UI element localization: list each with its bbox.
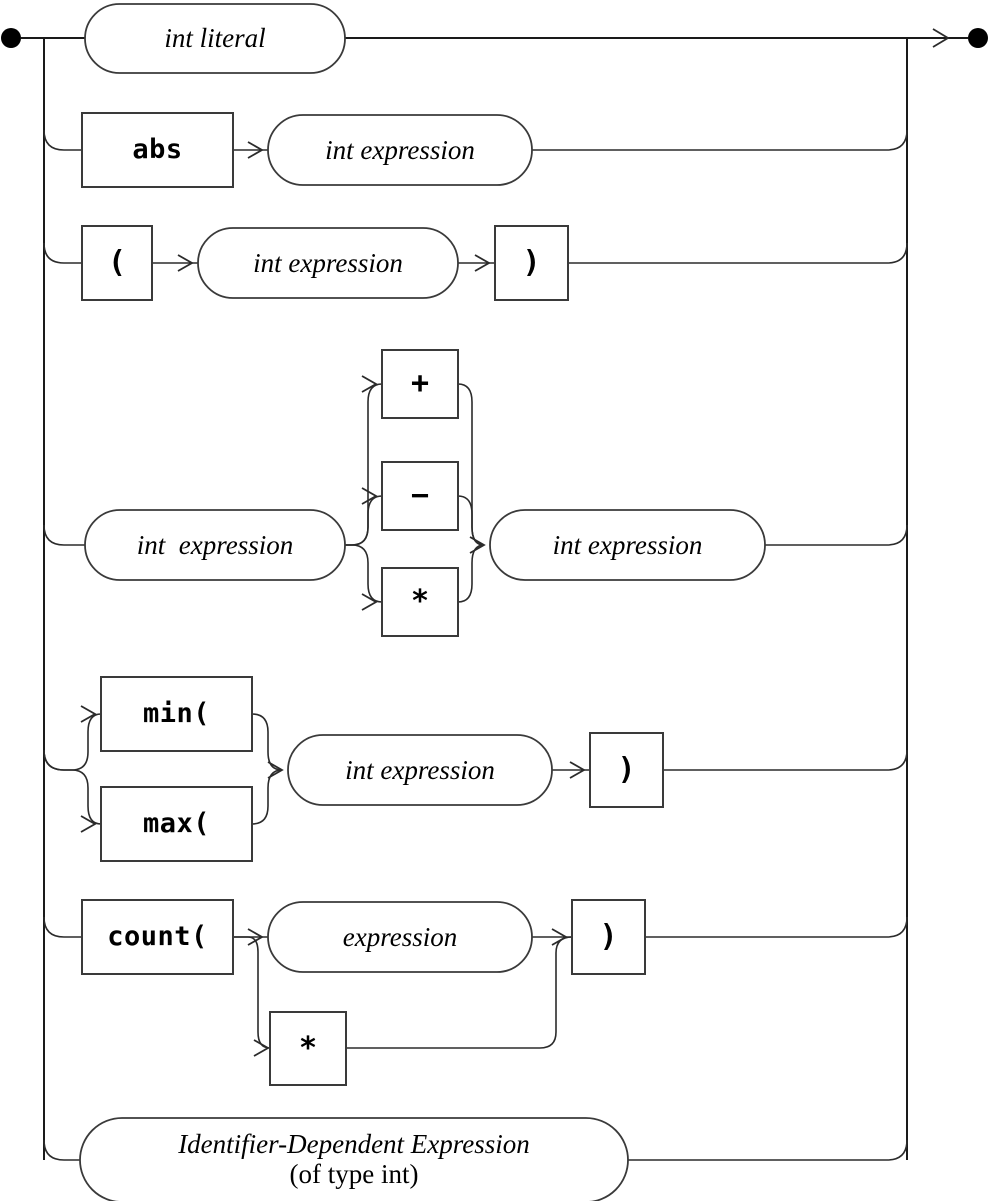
plus-merge-line (457, 383, 485, 546)
end-dot (968, 28, 988, 48)
branch-to-ident-dep (43, 1139, 80, 1161)
int-literal-oval[interactable] (84, 3, 346, 74)
branch-to-count (43, 916, 82, 938)
branch-to-max (43, 749, 102, 825)
max-box[interactable] (100, 786, 253, 862)
arrow-paren-arg-icon (177, 254, 194, 272)
max-merge-line (251, 769, 283, 825)
binop-left-oval[interactable] (84, 509, 346, 581)
arrow-min-icon (80, 705, 97, 723)
branch-to-min (43, 713, 102, 771)
count-merge-to-right-rail (645, 916, 908, 938)
count-close-box[interactable] (571, 899, 646, 975)
minmax-arg-oval[interactable] (287, 734, 553, 806)
paren-close-box[interactable] (494, 225, 569, 301)
arrow-binop-right-icon (469, 536, 486, 554)
binop-fan-to-minus (345, 495, 383, 546)
count-star-box[interactable] (269, 1011, 347, 1086)
arrow-count-star-icon (253, 1039, 270, 1057)
arrow-abs-arg-icon (247, 141, 264, 159)
count-box[interactable] (81, 899, 234, 975)
binop-minus-box[interactable] (381, 461, 459, 531)
min-box[interactable] (100, 676, 253, 752)
minmax-close-box[interactable] (589, 732, 664, 808)
arrow-max-icon (80, 815, 97, 833)
arrow-minmax-close-icon (569, 761, 586, 779)
min-merge-line (251, 713, 283, 771)
paren-merge-to-right-rail (568, 242, 908, 264)
arrow-plus-icon (361, 375, 378, 393)
minus-merge-line (457, 495, 485, 546)
binop-fan-to-times (345, 544, 383, 603)
abs-merge-to-right-rail (532, 129, 908, 151)
binop-fan-to-plus (345, 383, 383, 546)
arrow-count-close-icon (551, 928, 568, 946)
arrow-minmax-arg-icon (267, 761, 284, 779)
arrow-times-icon (361, 593, 378, 611)
count-arg-oval[interactable] (267, 901, 533, 973)
binop-times-box[interactable] (381, 567, 459, 637)
paren-open-box[interactable] (81, 225, 153, 301)
branch-to-paren (43, 242, 82, 264)
arrow-right-icon (932, 28, 950, 48)
arrow-count-arg-icon (247, 928, 264, 946)
minmax-merge-to-right-rail (663, 749, 908, 771)
branch-to-binop (43, 524, 85, 546)
binop-merge-to-right-rail (765, 524, 908, 546)
times-merge-line (457, 544, 485, 603)
start-dot (1, 28, 21, 48)
binop-plus-box[interactable] (381, 349, 459, 419)
count-to-star-line (233, 936, 271, 1049)
ident-dep-oval[interactable] (79, 1117, 629, 1201)
branch-to-abs (43, 129, 82, 151)
abs-box[interactable] (81, 112, 234, 188)
ident-dep-merge-to-right-rail (628, 1139, 908, 1161)
abs-arg-oval[interactable] (267, 114, 533, 186)
arrow-minus-icon (361, 487, 378, 505)
paren-arg-oval[interactable] (197, 227, 459, 299)
binop-right-oval[interactable] (489, 509, 766, 581)
arrow-paren-close-icon (474, 254, 491, 272)
